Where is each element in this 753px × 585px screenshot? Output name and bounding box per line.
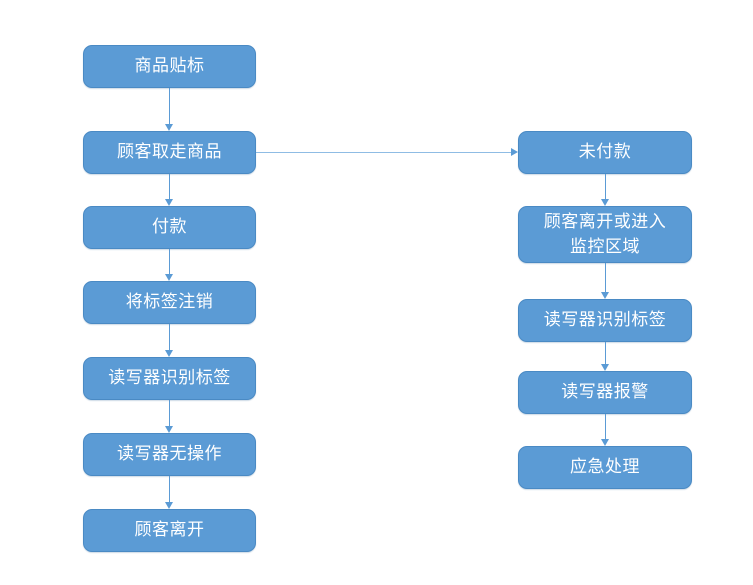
connector-line-no-action-to-leaves	[168, 476, 171, 502]
connector-line-monitored-area-to-reader-id	[604, 263, 607, 292]
flow-node-customer-leaves-left[interactable]: 顾客离开	[83, 509, 256, 552]
connector-arrowhead-no-action-to-leaves	[164, 502, 173, 509]
flow-node-deactivate-tag[interactable]: 将标签注销	[83, 281, 256, 324]
flow-node-reader-alarm[interactable]: 读写器报警	[518, 371, 692, 414]
flow-node-reader-identifies-tag-right[interactable]: 读写器识别标签	[518, 299, 692, 342]
connector-arrowhead-alarm-to-emergency	[600, 439, 609, 446]
connector-arrowhead-reader-id-to-alarm	[600, 364, 609, 371]
connector-arrowhead-takes-to-unpaid	[511, 148, 518, 156]
connector-arrowhead-deactivate-to-reader-id	[164, 350, 173, 357]
flow-node-reader-identifies-tag-left[interactable]: 读写器识别标签	[83, 357, 256, 400]
connector-line-payment-to-deactivate	[168, 249, 171, 274]
connector-line-deactivate-to-reader-id	[168, 324, 171, 350]
connector-line-tagging-to-takes	[168, 88, 171, 124]
flow-node-payment[interactable]: 付款	[83, 206, 256, 249]
connector-arrowhead-takes-to-payment	[164, 199, 173, 206]
flow-node-customer-leaves-or-enters-monitored-area[interactable]: 顾客离开或进入 监控区域	[518, 206, 692, 263]
connector-arrowhead-unpaid-to-monitored-area	[600, 199, 609, 206]
connector-arrowhead-monitored-area-to-reader-id	[600, 292, 609, 299]
connector-line-reader-id-to-no-action	[168, 400, 171, 426]
connector-line-takes-to-payment	[168, 174, 171, 199]
connector-line-takes-to-unpaid	[256, 151, 511, 154]
flow-node-product-tagging[interactable]: 商品贴标	[83, 45, 256, 88]
connector-line-alarm-to-emergency	[604, 414, 607, 439]
flow-node-unpaid[interactable]: 未付款	[518, 131, 692, 174]
flow-node-reader-no-action[interactable]: 读写器无操作	[83, 433, 256, 476]
connector-arrowhead-reader-id-to-no-action	[164, 426, 173, 433]
connector-line-unpaid-to-monitored-area	[604, 174, 607, 199]
connector-arrowhead-payment-to-deactivate	[164, 274, 173, 281]
connector-arrowhead-tagging-to-takes	[164, 124, 173, 131]
connector-line-reader-id-to-alarm	[604, 342, 607, 364]
flow-node-customer-takes-product[interactable]: 顾客取走商品	[83, 131, 256, 174]
flow-node-emergency-handling[interactable]: 应急处理	[518, 446, 692, 489]
